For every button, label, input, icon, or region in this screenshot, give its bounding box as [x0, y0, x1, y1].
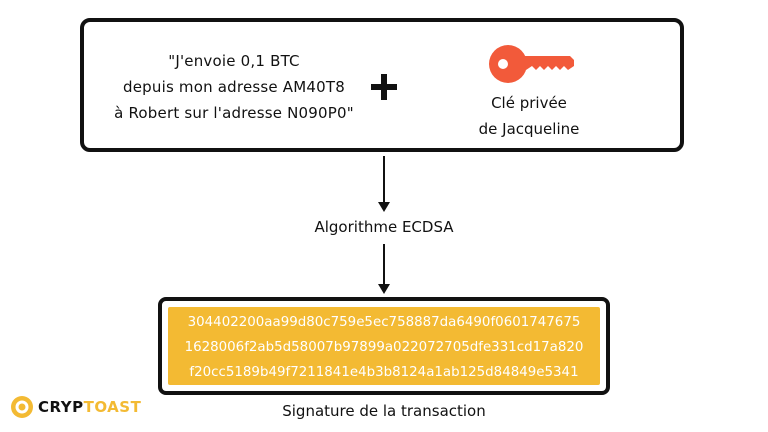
transaction-message: "J'envoie 0,1 BTC depuis mon adresse AM4…	[84, 48, 384, 126]
private-key-caption: Clé privée de Jacqueline	[454, 90, 604, 142]
message-line-2: depuis mon adresse AM40T8	[123, 78, 345, 96]
signature-line-3: f20cc5189b49f7211841e4b3b8124a1ab125d848…	[189, 365, 579, 380]
cryptoast-logo: CRYPTOAST	[10, 394, 141, 420]
signature-line-2: 1628006f2ab5d58007b97899a022072705dfe331…	[184, 340, 584, 355]
key-caption-line-1: Clé privée	[491, 94, 567, 112]
plus-icon	[371, 74, 397, 100]
coin-logo-icon	[11, 396, 33, 418]
signature-box: 304402200aa99d80c759e5ec758887da6490f060…	[158, 297, 610, 395]
logo-text-part2: TOAST	[83, 398, 142, 416]
logo-text-part1: CRYP	[38, 398, 84, 416]
message-line-1: "J'envoie 0,1 BTC	[168, 52, 300, 70]
signature-hex: 304402200aa99d80c759e5ec758887da6490f060…	[168, 307, 600, 385]
algorithm-label: Algorithme ECDSA	[314, 218, 454, 236]
arrow-down-icon	[378, 156, 390, 212]
input-box: "J'envoie 0,1 BTC depuis mon adresse AM4…	[80, 18, 684, 152]
message-line-3: à Robert sur l'adresse N090P0"	[114, 104, 354, 122]
key-icon	[489, 45, 574, 83]
signature-line-1: 304402200aa99d80c759e5ec758887da6490f060…	[187, 315, 581, 330]
arrow-down-icon	[378, 244, 390, 294]
signature-caption: Signature de la transaction	[282, 402, 486, 420]
logo-text: CRYPTOAST	[38, 398, 141, 416]
key-caption-line-2: de Jacqueline	[478, 120, 580, 138]
